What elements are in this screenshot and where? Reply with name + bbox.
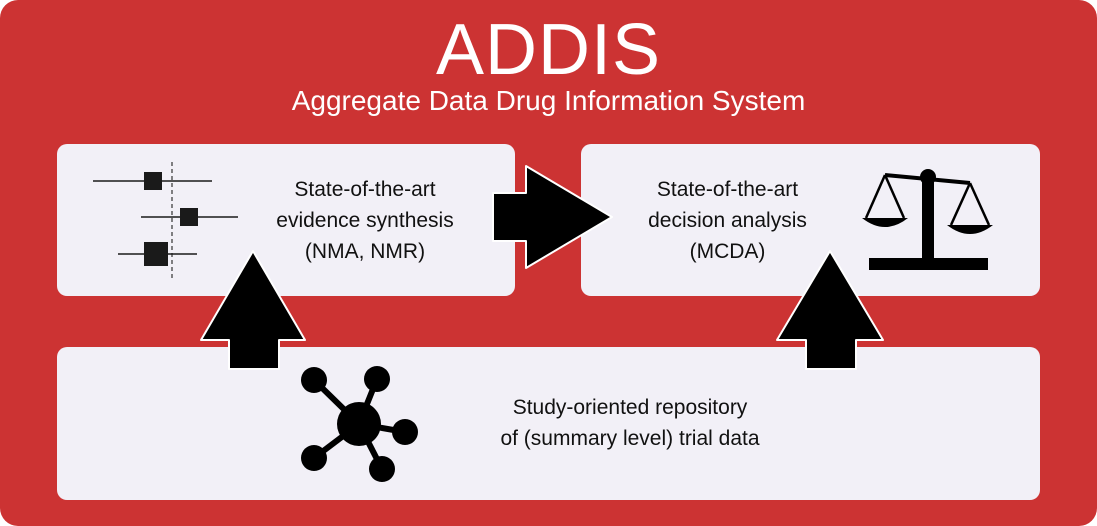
balance-scale-icon (862, 169, 993, 270)
decision-analysis-line-3: (MCDA) (689, 240, 766, 263)
evidence-synthesis-text: State-of-the-art evidence synthesis (NMA… (240, 174, 490, 267)
forest-plot-icon (93, 162, 238, 278)
decision-analysis-line-2: decision analysis (648, 209, 807, 232)
decision-analysis-text: State-of-the-art decision analysis (MCDA… (605, 174, 850, 267)
evidence-synthesis-line-3: (NMA, NMR) (304, 240, 426, 263)
arrow-right (492, 165, 613, 269)
arrow-up-right (776, 250, 884, 370)
repository-line-1: Study-oriented repository (512, 396, 748, 419)
arrow-up-left (200, 250, 306, 370)
diagram-title: ADDIS (435, 10, 662, 90)
network-hub-icon (301, 366, 418, 482)
evidence-synthesis-line-2: evidence synthesis (276, 209, 454, 232)
evidence-synthesis-line-1: State-of-the-art (294, 178, 436, 201)
decision-analysis-panel (581, 144, 1040, 296)
repository-line-2: of (summary level) trial data (500, 427, 760, 450)
diagram-subtitle: Aggregate Data Drug Information System (291, 85, 806, 116)
repository-text: Study-oriented repository of (summary le… (440, 392, 820, 454)
repository-panel (57, 347, 1040, 500)
evidence-synthesis-panel (57, 144, 515, 296)
decision-analysis-line-1: State-of-the-art (656, 178, 799, 201)
